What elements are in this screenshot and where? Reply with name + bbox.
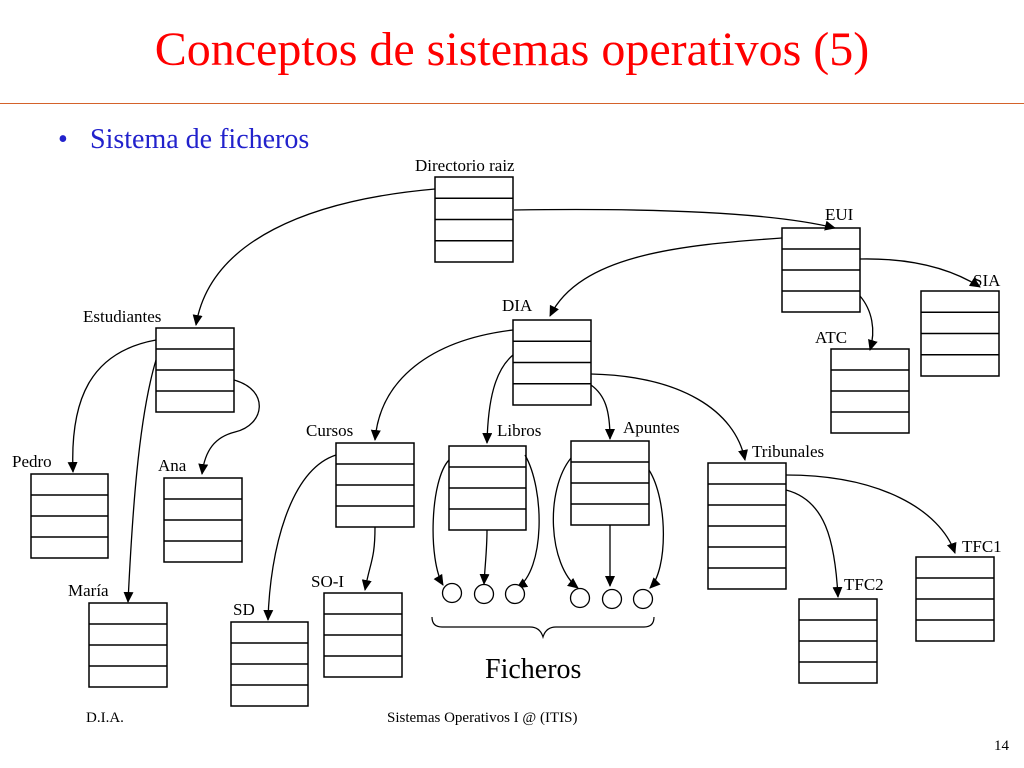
arrow-apuntes-file1 <box>552 457 579 589</box>
dir-box-sd <box>230 621 309 707</box>
label-dia: DIA <box>502 296 533 315</box>
arrow-apuntes-file3 <box>648 469 665 589</box>
arrow-cursos-so-i <box>361 526 376 591</box>
title-divider <box>0 103 1024 104</box>
dir-box-estudiantes <box>155 327 235 413</box>
label-sia: SIA <box>973 271 1001 290</box>
slide-title: Conceptos de sistemas operativos (5) <box>154 23 870 76</box>
arrow-tribunales-tfc1 <box>785 474 957 554</box>
arrow-dia-libros <box>482 354 514 444</box>
label-ana: Ana <box>158 456 187 475</box>
dir-box-maria <box>88 602 168 688</box>
files-brace <box>431 616 655 640</box>
page-number: 14 <box>994 738 1009 754</box>
dir-box-atc <box>830 348 910 434</box>
file-circle <box>632 588 654 610</box>
label-tfc1: TFC1 <box>962 537 1002 556</box>
arrow-libros-file1 <box>432 459 450 586</box>
arrow-dia-cursos <box>370 329 514 441</box>
label-sd: SD <box>233 600 255 619</box>
label-libros: Libros <box>497 421 541 440</box>
dir-box-dia <box>512 319 592 406</box>
dir-box-sia <box>920 290 1000 377</box>
bullet-marker: • <box>58 124 68 155</box>
dir-box-cursos <box>335 442 415 528</box>
footer-center: Sistemas Operativos I @ (ITIS) <box>387 710 578 726</box>
file-circle <box>569 587 591 609</box>
dir-box-apuntes <box>570 440 650 526</box>
label-ficheros: Ficheros <box>485 654 581 685</box>
arrow-dia-apuntes <box>590 384 615 440</box>
dir-box-pedro <box>30 473 109 559</box>
arrow-eui-dia <box>549 237 783 317</box>
arrow-libros-file2 <box>479 529 490 585</box>
label-atc: ATC <box>815 328 847 347</box>
label-so-i: SO-I <box>311 572 344 591</box>
bullet-text: Sistema de ficheros <box>90 124 310 155</box>
footer-left: D.I.A. <box>86 710 124 726</box>
file-circle <box>441 582 463 604</box>
arrow-estudiantes-maria <box>123 359 157 603</box>
label-cursos: Cursos <box>306 421 353 440</box>
file-circle <box>601 588 623 610</box>
dir-box-tfc1 <box>915 556 995 642</box>
dir-box-eui <box>781 227 861 313</box>
label-tribunales: Tribunales <box>752 442 824 461</box>
label-root: Directorio raiz <box>415 156 515 175</box>
arrow-estudiantes-ana <box>198 379 260 475</box>
dir-box-tribunales <box>707 462 787 590</box>
arrow-dia-tribunales <box>590 373 748 461</box>
arrow-eui-sia <box>859 258 981 288</box>
label-tfc2: TFC2 <box>844 575 884 594</box>
file-circle <box>504 583 526 605</box>
dir-box-so-i <box>323 592 403 678</box>
dir-box-root <box>434 176 514 263</box>
label-estudiantes: Estudiantes <box>83 307 161 326</box>
dir-box-ana <box>163 477 243 563</box>
arrow-root-estudiantes <box>192 188 436 326</box>
arrow-eui-atc <box>859 295 878 351</box>
label-pedro: Pedro <box>12 452 52 471</box>
arrow-cursos-sd <box>263 454 337 621</box>
label-apuntes: Apuntes <box>623 418 680 437</box>
file-circle <box>473 583 495 605</box>
label-maria: María <box>68 581 109 600</box>
arrow-libros-file3 <box>516 454 540 589</box>
dir-box-libros <box>448 445 527 531</box>
dir-box-tfc2 <box>798 598 878 684</box>
arrow-estudiantes-pedro <box>67 339 157 473</box>
arrow-tribunales-tfc2 <box>785 489 843 598</box>
arrow-root-eui <box>513 208 836 231</box>
label-eui: EUI <box>825 205 854 224</box>
